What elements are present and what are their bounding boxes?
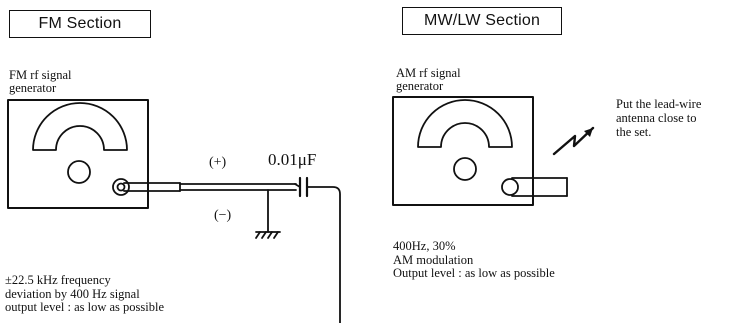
am-output-jack <box>501 178 519 196</box>
am-dial-icon <box>417 99 513 148</box>
capacitor-value: 0.01μF <box>268 150 317 169</box>
positive-terminal-label: (+) <box>209 155 227 170</box>
mwlw-section-title: MW/LW Section <box>402 7 562 35</box>
am-generator-label: AM rf signal generator <box>396 66 461 93</box>
fm-section-title-text: FM Section <box>38 15 122 32</box>
am-knob-icon <box>453 157 477 181</box>
am-specs: 400Hz, 30% AM modulation Output level : … <box>393 239 555 280</box>
antenna-signal-icon <box>552 126 595 156</box>
fm-generator-label: FM rf signal generator <box>9 68 72 95</box>
antenna-note: Put the lead-wire antenna close to the s… <box>616 97 702 139</box>
am-generator-box <box>392 96 534 206</box>
mwlw-section-title-text: MW/LW Section <box>423 12 541 29</box>
fm-generator-box <box>7 99 149 209</box>
fm-specs: ±22.5 kHz frequency deviation by 400 Hz … <box>5 273 165 314</box>
fm-dial-icon <box>32 102 128 151</box>
fm-section-title: FM Section <box>9 10 151 38</box>
negative-terminal-label: (−) <box>214 208 232 223</box>
lead-wire <box>306 186 341 323</box>
fm-output-jack <box>112 178 130 196</box>
fm-knob-icon <box>67 160 91 184</box>
